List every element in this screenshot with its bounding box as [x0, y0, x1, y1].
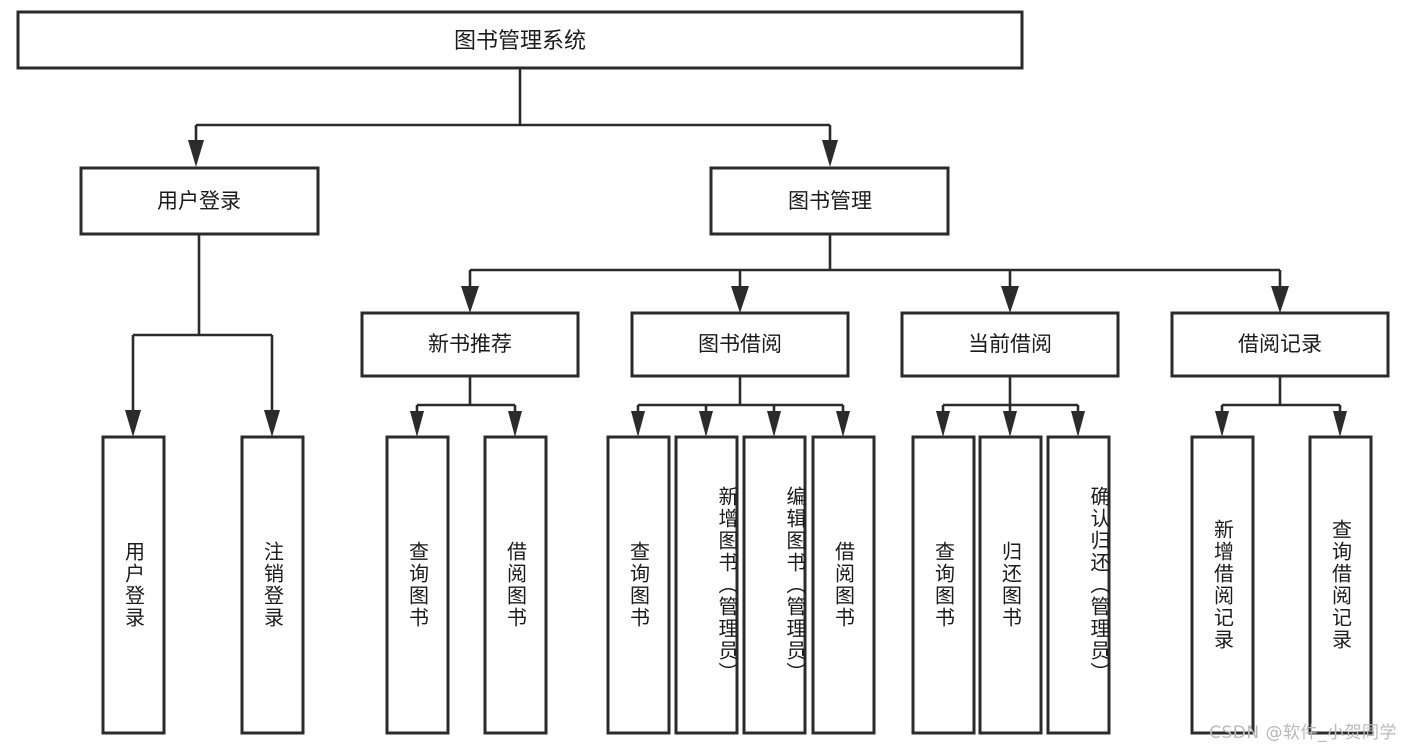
node-book-borrow[interactable]: 图书借阅 — [630, 311, 850, 378]
leaf-box-add-record[interactable] — [1190, 435, 1255, 735]
leaf-box-query-book-1[interactable] — [385, 435, 450, 735]
node-user-login[interactable]: 用户登录 — [79, 166, 320, 236]
leaf-box-borrow-book-1[interactable] — [483, 435, 548, 735]
node-new-book-rec-label: 新书推荐 — [428, 332, 512, 356]
node-borrow-record[interactable]: 借阅记录 — [1170, 311, 1390, 378]
connector-borrowrecord-to-leaves — [1215, 376, 1347, 437]
leaf-box-borrow-book-2[interactable] — [811, 435, 876, 735]
node-book-borrow-label: 图书借阅 — [698, 332, 782, 356]
leaf-box-user-login[interactable] — [101, 435, 166, 735]
node-root-label: 图书管理系统 — [454, 29, 586, 54]
connector-bookborrow-to-leaves — [631, 376, 850, 437]
leaf-box-edit-book[interactable] — [742, 435, 807, 735]
node-borrow-record-label: 借阅记录 — [1238, 332, 1322, 356]
node-current-borrow[interactable]: 当前借阅 — [900, 311, 1120, 378]
connector-currentborrow-to-leaves — [936, 376, 1085, 437]
connector-newbookrec-to-leaves — [410, 376, 522, 437]
node-user-login-label: 用户登录 — [157, 189, 241, 213]
connector-bookmanage-to-level3 — [461, 234, 1289, 313]
leaf-box-user-logout[interactable] — [240, 435, 305, 735]
leaf-box-query-book-3[interactable] — [911, 435, 976, 735]
connector-userlogin-to-leaves — [125, 234, 280, 437]
leaf-box-query-book-2[interactable] — [606, 435, 671, 735]
leaf-box-add-book[interactable] — [674, 435, 739, 735]
node-new-book-rec[interactable]: 新书推荐 — [360, 311, 580, 378]
connector-root-to-level2 — [188, 68, 838, 167]
watermark-text: CSDN @软件_小贺同学 — [1209, 723, 1397, 743]
node-book-manage-label: 图书管理 — [788, 189, 872, 213]
node-current-borrow-label: 当前借阅 — [968, 332, 1052, 356]
leaf-box-query-record[interactable] — [1308, 435, 1373, 735]
node-book-manage[interactable]: 图书管理 — [709, 166, 950, 236]
leaf-box-return-book[interactable] — [978, 435, 1043, 735]
leaf-box-confirm-return[interactable] — [1046, 435, 1111, 735]
node-root-book-management-system[interactable]: 图书管理系统 — [16, 10, 1024, 70]
